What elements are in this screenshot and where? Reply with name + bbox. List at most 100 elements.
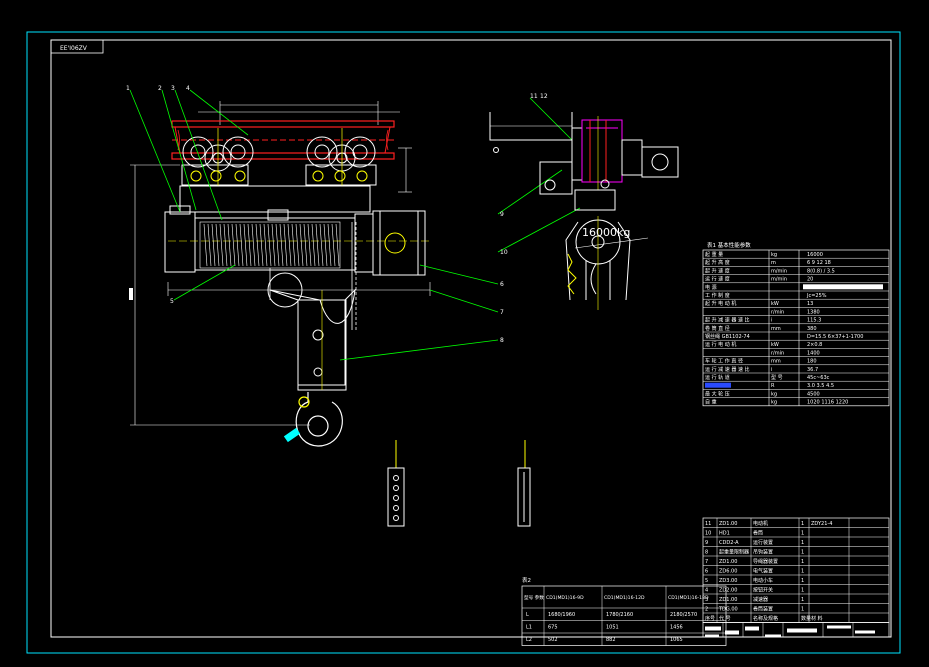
- svg-text:11: 11: [530, 93, 538, 100]
- callout-leaders: [129, 89, 581, 361]
- trolley-wheels-left: [181, 128, 254, 186]
- title-block-fill: [745, 626, 759, 631]
- side-view: [489, 112, 679, 301]
- drum-groove: [271, 223, 276, 267]
- spec-row-value: 2×0.8: [807, 342, 822, 348]
- parts-no: 9: [705, 540, 708, 546]
- spec-row-name: 工 作 制 度: [705, 292, 730, 299]
- spec-row-unit: mm: [771, 326, 781, 332]
- spec-row-unit: kg: [771, 391, 777, 397]
- parts-no: 3: [705, 597, 708, 603]
- title-block: [702, 622, 890, 638]
- drum-groove: [239, 223, 244, 267]
- model-header-cell: CD1(MD1)16-18D: [668, 595, 709, 601]
- rail-beam: [171, 120, 395, 160]
- spec-row-unit: kW: [771, 301, 779, 307]
- drum-groove: [311, 223, 316, 267]
- spec-row-value: 4500: [807, 391, 820, 397]
- spec-row-value: Jc=25%: [806, 293, 827, 299]
- model-cell: L2: [526, 637, 532, 643]
- parts-name: 电动小车: [753, 577, 773, 584]
- parts-material: 材 料: [811, 615, 823, 622]
- spec-row-name: 运 行 电 动 机: [705, 341, 736, 348]
- spec-row-unit: kg: [771, 400, 777, 406]
- parts-qty: 1: [801, 597, 804, 603]
- spec-row-name: 车 轮 工 作 直 径: [705, 358, 743, 365]
- model-header-cell: CD1(MD1)16-12D: [604, 595, 645, 601]
- drum-groove: [323, 223, 328, 267]
- parts-name: 按钮开关: [753, 587, 773, 594]
- parts-no: 2: [705, 607, 708, 613]
- model-cell: 1065: [670, 637, 683, 643]
- parts-material: ZDY21-4: [811, 521, 832, 527]
- parts-name: 名称及规格: [753, 615, 778, 622]
- svg-text:6: 6: [500, 281, 504, 288]
- parts-name: 卷筒: [753, 530, 763, 537]
- outer-frame: [26, 31, 901, 654]
- spec-row-name: 最 大 轮 压: [705, 390, 730, 397]
- spec-highlight-bar: [803, 284, 883, 290]
- spec-row-name: 自 重: [705, 399, 717, 406]
- spec-row-value: 115.3: [807, 318, 821, 324]
- spec-row-name: 起 升 电 动 机: [705, 300, 736, 307]
- parts-code: 代 号: [719, 615, 731, 622]
- parts-code: HD1: [719, 531, 730, 537]
- spec-row-unit: m: [771, 260, 776, 266]
- spec-row-value: 6 9 12 18: [807, 260, 831, 266]
- spec-table-border: [702, 249, 890, 407]
- svg-text:5: 5: [170, 298, 174, 305]
- svg-text:4: 4: [186, 85, 190, 92]
- spec-row-unit: m/min: [771, 268, 787, 274]
- svg-text:3: 3: [171, 85, 175, 92]
- parts-no: 10: [705, 531, 711, 537]
- svg-text:2: 2: [158, 85, 162, 92]
- parts-code: ZD1.00: [719, 597, 737, 603]
- svg-text:12: 12: [540, 93, 548, 100]
- trolley-wheels-right: [305, 128, 377, 186]
- parts-qty: 1: [801, 578, 804, 584]
- parts-qty: 1: [801, 550, 804, 556]
- spec-row-name: 运 行 速 度: [705, 276, 730, 283]
- parts-no: 7: [705, 559, 708, 565]
- model-cell: 882: [606, 637, 616, 643]
- parts-no: 序号: [705, 615, 715, 622]
- nameplate: [267, 209, 289, 221]
- pendant-control-front: [387, 440, 405, 527]
- spec-row-value: 16000: [807, 252, 823, 258]
- inner-frame: [50, 39, 892, 638]
- parts-name: 卷筒装置: [753, 606, 773, 613]
- spec-row-value: 3.0 3.5 4.5: [807, 383, 834, 389]
- model-cell: 502: [548, 637, 558, 643]
- spec-row-value: 1020 1116 1220: [807, 400, 848, 406]
- spec-row-unit: R: [771, 383, 775, 389]
- parts-no: 4: [705, 588, 708, 594]
- drum-groove: [295, 223, 300, 267]
- spec-row-value: 20: [807, 277, 813, 283]
- drum-groove: [263, 223, 268, 267]
- svg-text:9: 9: [500, 211, 504, 218]
- model-cell: 1456: [670, 625, 683, 631]
- parts-name: 运行装置: [753, 539, 773, 546]
- spec-row-name: 电 源: [705, 284, 717, 291]
- model-cell: 1051: [606, 625, 619, 631]
- model-cell: 675: [548, 625, 558, 631]
- parts-qty: 1: [801, 521, 804, 527]
- spec-row-value: D=15.5 6×37+1-1700: [807, 334, 863, 340]
- model-cell: 2180/2570: [670, 612, 697, 618]
- spec-row-name: 起 升 减 速 器 速 比: [705, 317, 750, 324]
- parts-no: 6: [705, 569, 708, 575]
- spec-row-value: 1380: [807, 309, 820, 315]
- lifting-hook: [295, 392, 343, 447]
- drum-groove: [279, 223, 284, 267]
- spec-row-name: 运 行 轨 道: [705, 374, 730, 381]
- pendant-control-side: [517, 440, 531, 527]
- title-block-fill: [705, 626, 721, 631]
- trolley-frame: [179, 185, 371, 213]
- drawing-code-stamp: EE'I06ZV: [60, 45, 88, 52]
- parts-code: ZD3.00: [719, 578, 737, 584]
- model-header-cell: 型号 参数: [524, 594, 544, 601]
- drum-groove: [291, 223, 296, 267]
- spec-row-name: 起 升 高 度: [705, 259, 730, 266]
